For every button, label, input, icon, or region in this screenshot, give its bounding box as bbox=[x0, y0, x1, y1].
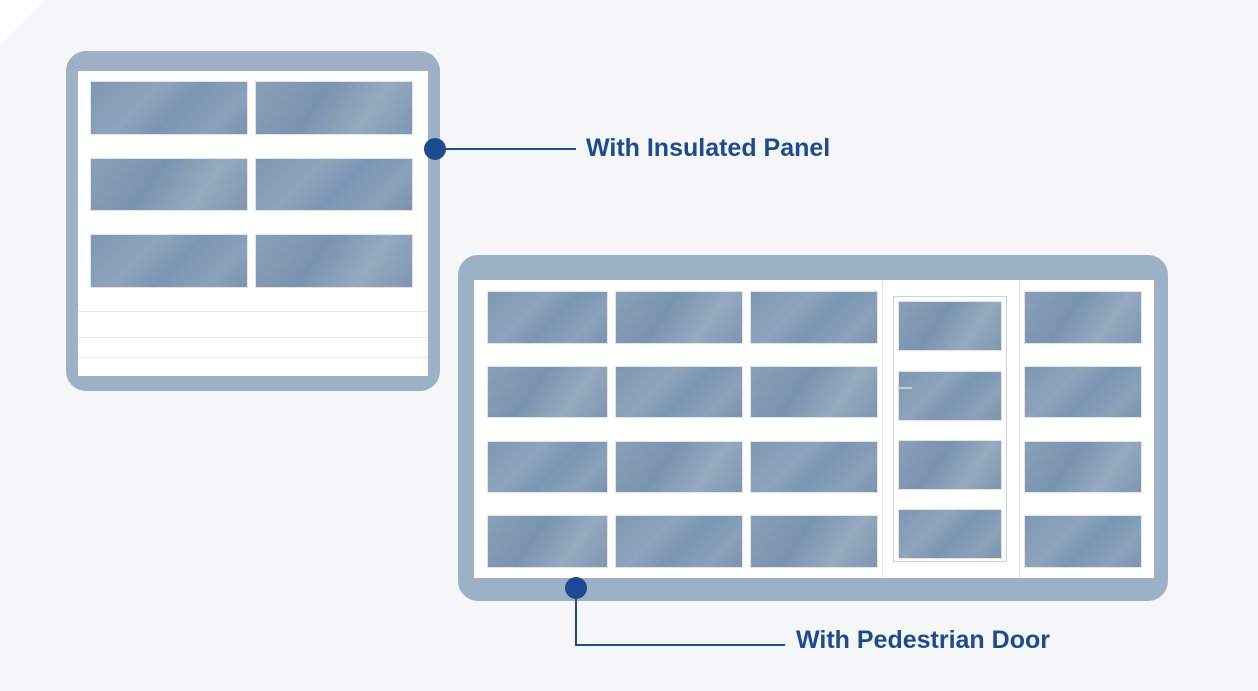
glass-pane bbox=[255, 234, 413, 288]
glass-pane bbox=[487, 441, 608, 493]
glass-pane bbox=[1024, 441, 1142, 493]
glass-pane bbox=[750, 441, 878, 493]
pedestrian-door-garage-door bbox=[458, 255, 1168, 601]
callout-dot-pedestrian-door bbox=[565, 577, 587, 599]
door-handle bbox=[898, 387, 912, 389]
panel-seam bbox=[78, 311, 428, 312]
door-glass-pane bbox=[898, 509, 1002, 559]
glass-pane bbox=[615, 366, 743, 418]
glass-pane bbox=[90, 234, 248, 288]
glass-pane bbox=[750, 291, 878, 344]
door-body bbox=[78, 71, 428, 376]
callout-label-pedestrian-door: With Pedestrian Door bbox=[796, 626, 1050, 654]
glass-pane bbox=[90, 158, 248, 211]
glass-pane bbox=[1024, 515, 1142, 568]
callout-leader-pedestrian-door bbox=[575, 644, 785, 646]
insulated-panel-door bbox=[66, 51, 440, 391]
glass-pane bbox=[615, 441, 743, 493]
insulated-panel-seam bbox=[78, 337, 428, 338]
glass-pane bbox=[90, 81, 248, 135]
glass-pane bbox=[615, 515, 743, 568]
glass-pane bbox=[1024, 366, 1142, 418]
glass-pane bbox=[1024, 291, 1142, 344]
door-seam bbox=[1019, 280, 1020, 578]
callout-leader-insulated-panel bbox=[440, 148, 576, 150]
glass-pane bbox=[487, 366, 608, 418]
door-glass-pane bbox=[898, 371, 1002, 421]
glass-pane bbox=[487, 291, 608, 344]
callout-leader-pedestrian-door bbox=[575, 596, 577, 646]
pedestrian-door bbox=[893, 296, 1007, 562]
glass-pane bbox=[750, 366, 878, 418]
glass-pane bbox=[255, 81, 413, 135]
callout-label-insulated-panel: With Insulated Panel bbox=[586, 134, 831, 162]
background-corner bbox=[0, 0, 45, 45]
glass-pane bbox=[615, 291, 743, 344]
door-body bbox=[474, 280, 1154, 578]
door-glass-pane bbox=[898, 440, 1002, 490]
insulated-panel-seam bbox=[78, 357, 428, 358]
glass-pane bbox=[750, 515, 878, 568]
glass-pane bbox=[255, 158, 413, 211]
door-seam bbox=[882, 280, 883, 578]
door-glass-pane bbox=[898, 301, 1002, 351]
callout-dot-insulated-panel bbox=[424, 138, 446, 160]
glass-pane bbox=[487, 515, 608, 568]
